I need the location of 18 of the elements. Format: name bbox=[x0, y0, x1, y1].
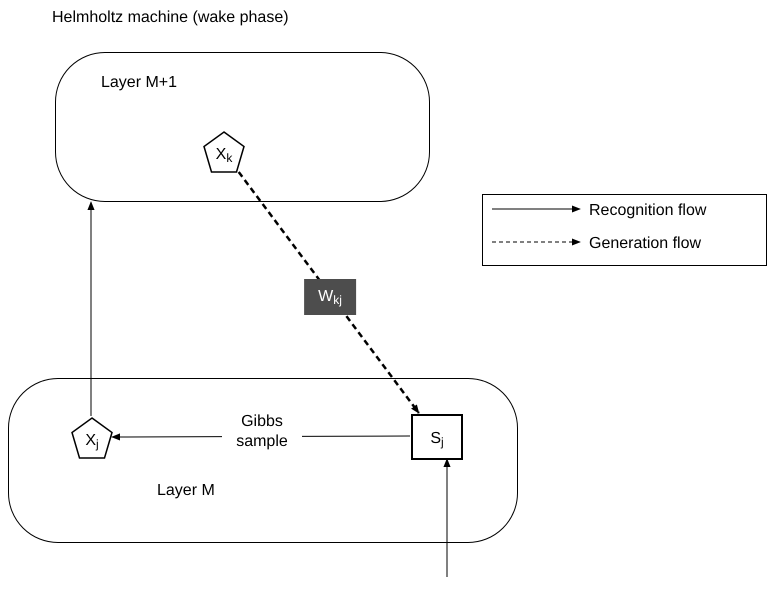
unit-label: X$_{k}$ bbox=[214, 145, 234, 167]
edge-label: W$_{kj}$ bbox=[304, 279, 356, 315]
legend-text: Generation flow bbox=[589, 234, 702, 254]
layer-label: Layer M+1 bbox=[101, 73, 178, 93]
unit-label: X$_{j}$ bbox=[84, 431, 100, 453]
arrow bbox=[87, 201, 95, 416]
layer-container bbox=[55, 52, 430, 202]
dashed-arrow bbox=[238, 171, 420, 414]
layer-label: Layer M bbox=[157, 481, 215, 501]
edge-label: Gibbs sample bbox=[222, 412, 302, 452]
layer-container bbox=[8, 378, 518, 543]
arrow bbox=[443, 458, 451, 578]
unit-box bbox=[411, 414, 463, 460]
pentagon-node bbox=[203, 131, 245, 173]
unit-label: S$_{j}$ bbox=[429, 429, 445, 451]
diagram-title: Helmholtz machine (wake phase) bbox=[52, 8, 289, 28]
pentagon-node bbox=[71, 417, 113, 459]
legend-text: Recognition flow bbox=[589, 201, 706, 221]
